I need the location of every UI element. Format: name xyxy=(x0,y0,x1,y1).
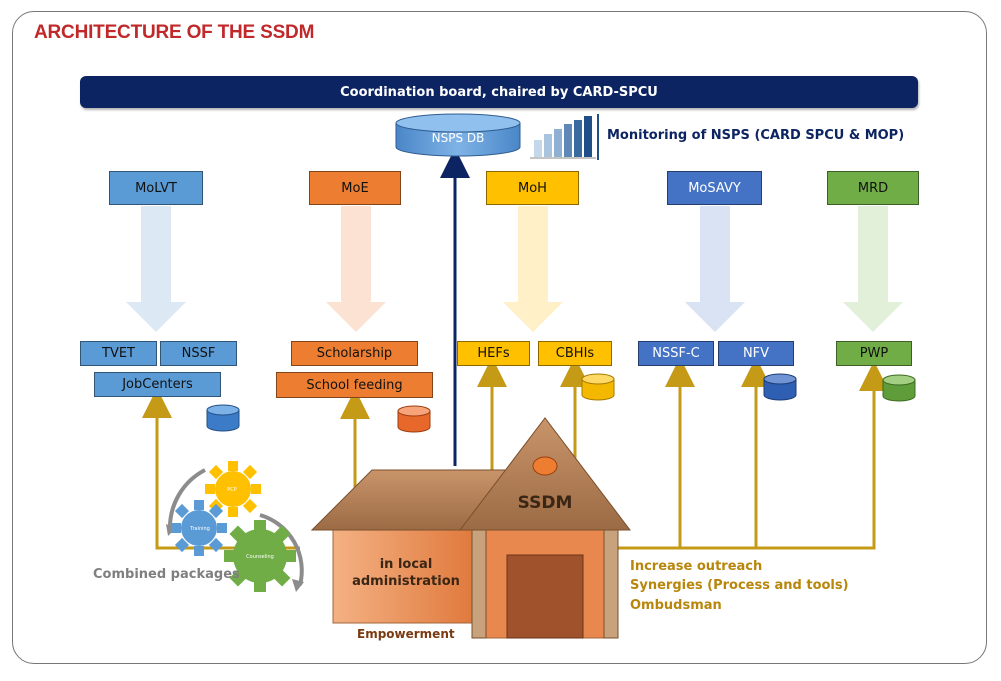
gear-label-small: PCP xyxy=(227,487,237,493)
ministry-moh: MoH xyxy=(486,171,579,205)
program-hefs: HEFs xyxy=(457,341,530,366)
coordination-board: Coordination board, chaired by CARD-SPCU xyxy=(80,76,918,108)
outreach-item-2: Synergies (Process and tools) xyxy=(630,578,849,593)
db-icon-moe xyxy=(397,405,431,433)
db-icon-mosavy xyxy=(763,373,797,401)
ministry-moe: MoE xyxy=(309,171,401,205)
ministry-mosavy: MoSAVY xyxy=(667,171,762,205)
program-cbhis: CBHIs xyxy=(538,341,612,366)
program-nssf-c: NSSF-C xyxy=(638,341,714,366)
green-gear-icon xyxy=(224,520,296,592)
house-roof-label: SSDM xyxy=(518,493,573,513)
ministry-arrow-mrd xyxy=(843,206,903,332)
program-jobcenters: JobCenters xyxy=(94,372,221,397)
empowerment-label: Empowerment xyxy=(357,627,455,641)
nsps-db-cylinder xyxy=(395,113,521,157)
db-icon-moh xyxy=(581,373,615,401)
cycle-arrow-icon xyxy=(167,468,206,531)
page-title: ARCHITECTURE OF THE SSDM xyxy=(34,22,315,43)
db-icon-mrd xyxy=(882,374,916,402)
outreach-item-1: Increase outreach xyxy=(630,559,763,574)
program-scholarship: Scholarship xyxy=(291,341,418,366)
bar-chart-icon xyxy=(530,114,599,160)
nsps-db-label: NSPS DB xyxy=(431,131,485,145)
combined-packages-gears: PCP Training Counseling xyxy=(166,461,304,592)
gear-label-medium: Training xyxy=(189,526,210,532)
blue-gear-icon xyxy=(171,500,227,556)
ministry-arrow-moh xyxy=(503,206,563,332)
program-pwp: PWP xyxy=(836,341,912,366)
outreach-item-3: Ombudsman xyxy=(630,598,722,613)
ministry-mrd: MRD xyxy=(827,171,919,205)
program-tvet: TVET xyxy=(80,341,157,366)
program-nssf: NSSF xyxy=(160,341,237,366)
local-administration-label: in local administration xyxy=(352,557,460,589)
ministry-arrow-moe xyxy=(326,206,386,332)
ssdm-house xyxy=(310,417,632,639)
ministry-arrow-molvt xyxy=(126,206,186,332)
monitoring-label: Monitoring of NSPS (CARD SPCU & MOP) xyxy=(607,128,905,143)
program-school-feeding: School feeding xyxy=(276,372,433,398)
db-icon-molvt xyxy=(206,404,240,432)
gear-label-large: Counseling xyxy=(246,554,274,560)
ministry-arrow-mosavy xyxy=(685,206,745,332)
program-nfv: NFV xyxy=(718,341,794,366)
ministry-molvt: MoLVT xyxy=(109,171,203,205)
combined-packages-label: Combined packages xyxy=(93,567,240,582)
